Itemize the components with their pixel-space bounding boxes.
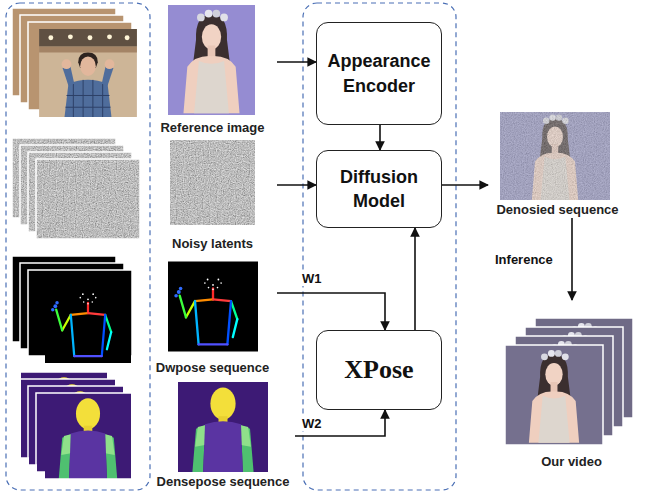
video-stack-part	[505, 345, 603, 445]
arrow-connector	[379, 125, 381, 150]
image-caption: Our video	[498, 454, 645, 470]
dwpose-stack-part	[45, 277, 131, 363]
image-node: Our video	[498, 300, 645, 470]
input-panel	[6, 3, 150, 490]
image-node: Noisy latents	[148, 138, 277, 252]
reference-picture	[168, 5, 255, 115]
edge-label: W1	[300, 271, 324, 286]
image-caption: Noisy latents	[148, 236, 277, 252]
model-panel	[303, 3, 456, 490]
arrow-connector	[571, 218, 573, 300]
image-caption: Dwpose sequence	[148, 360, 277, 376]
image-caption: Densepose sequence	[151, 474, 295, 490]
noise-stack-part	[36, 159, 140, 239]
noise-stack	[12, 138, 140, 239]
dwpose-picture-part	[168, 262, 258, 352]
process-box: XPose	[316, 330, 442, 410]
image-node: Denosied sequence	[488, 112, 627, 218]
densepose-stack-part	[36, 393, 140, 479]
arrow-connector	[277, 293, 385, 330]
arrow-connector	[277, 184, 316, 186]
reference-picture-part	[168, 5, 255, 115]
densepose-picture-part	[178, 382, 268, 472]
edge-label: W2	[300, 416, 324, 431]
video-stack-part	[529, 350, 579, 443]
densepose-stack	[12, 372, 140, 479]
photo-stack-part	[39, 29, 137, 117]
image-caption: Reference image	[148, 120, 277, 136]
arrow-connector	[277, 61, 316, 63]
densepose-picture	[178, 382, 268, 472]
box-label: Diffusion Model	[325, 165, 433, 214]
process-box: Appearance Encoder	[316, 22, 442, 125]
dwpose-stack	[12, 256, 132, 363]
arrow-connector	[295, 410, 385, 436]
video-stack	[505, 318, 633, 445]
denoised-picture-part	[500, 112, 610, 200]
dwpose-picture	[168, 262, 258, 352]
edge-label: Inference	[493, 252, 555, 267]
noise-picture-part	[170, 140, 255, 225]
box-label: XPose	[344, 352, 413, 387]
denoised-picture-part	[500, 112, 610, 200]
image-node: Densepose sequence	[151, 380, 295, 490]
image-caption: Denosied sequence	[488, 202, 627, 218]
arrow-connector	[414, 228, 416, 330]
process-box: Diffusion Model	[316, 150, 442, 228]
image-node: Reference image	[148, 5, 277, 136]
arrow-connector	[442, 184, 488, 186]
reference-picture-part	[183, 10, 239, 113]
noise-picture	[170, 140, 255, 225]
image-node: Dwpose sequence	[148, 258, 277, 376]
densepose-stack-part	[45, 393, 131, 479]
noise-stack-part	[36, 159, 140, 239]
photo-stack	[12, 8, 137, 117]
box-label: Appearance Encoder	[325, 49, 433, 98]
denoised-picture	[500, 112, 610, 200]
